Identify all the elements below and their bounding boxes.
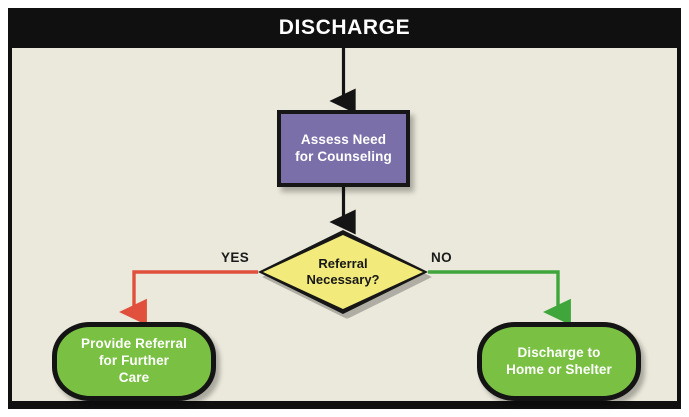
node-discharge-home[interactable]: Discharge to Home or Shelter xyxy=(477,322,641,401)
node-provide-referral-line2: for Further xyxy=(98,353,170,369)
node-assess-need-label: Assess Need for Counseling xyxy=(295,132,392,165)
branch-label-no: NO xyxy=(431,250,453,265)
figure-title-bar: DISCHARGE xyxy=(8,8,681,48)
node-discharge-home-line1: Discharge to xyxy=(517,344,601,360)
node-discharge-home-line2: Home or Shelter xyxy=(506,361,612,377)
node-discharge-home-label: Discharge to Home or Shelter xyxy=(506,345,612,378)
node-provide-referral-label: Provide Referral for Further Care xyxy=(81,336,187,386)
node-provide-referral-line3: Care xyxy=(118,369,150,385)
node-provide-referral-line1: Provide Referral xyxy=(81,336,187,352)
node-referral-necessary-label: Referral Necessary? xyxy=(307,256,380,287)
node-referral-necessary-line1: Referral xyxy=(318,256,368,272)
node-assess-need[interactable]: Assess Need for Counseling xyxy=(277,110,410,187)
diamond-fill: Referral Necessary? xyxy=(263,235,423,309)
node-referral-necessary-line2: Necessary? xyxy=(306,272,380,287)
node-provide-referral[interactable]: Provide Referral for Further Care xyxy=(52,322,216,401)
page-title: DISCHARGE xyxy=(278,16,411,39)
node-assess-need-line1: Assess Need xyxy=(300,132,387,148)
branch-label-yes: YES xyxy=(221,250,250,265)
node-referral-necessary[interactable]: Referral Necessary? xyxy=(258,230,432,319)
node-assess-need-line2: for Counseling xyxy=(295,148,392,164)
